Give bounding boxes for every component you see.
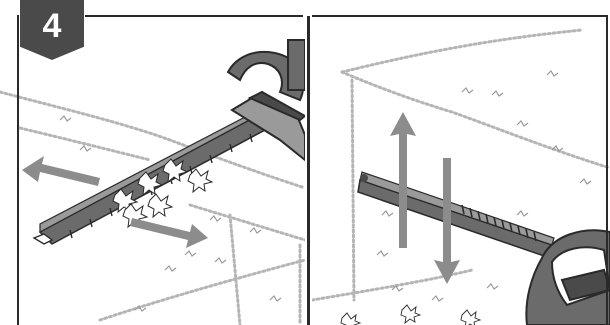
frame-border-right [606, 15, 608, 325]
step-badge: 4 [20, 0, 84, 60]
cut-clippings [112, 158, 214, 229]
step-number: 4 [42, 7, 62, 45]
hedge-leaves [59, 115, 282, 312]
panel-divider [305, 0, 312, 325]
cut-clippings [340, 304, 482, 325]
arrow-left-icon [22, 156, 100, 186]
blade-tip [32, 233, 54, 245]
arrow-right-icon [130, 218, 208, 248]
frame-border-top-right [312, 15, 608, 17]
panel-vertical-cut [312, 0, 610, 325]
horizontal-cut-illustration [0, 39, 305, 325]
hedge-leaves [376, 70, 592, 302]
arrow-up-icon [390, 112, 416, 248]
trimmer-housing [226, 39, 305, 162]
hedge-outline [312, 28, 610, 302]
panel-horizontal-cut [0, 39, 305, 325]
arrow-down-icon [434, 158, 460, 284]
hedge-outline [0, 90, 305, 325]
vertical-cut-illustration [312, 28, 610, 325]
trimmer-housing [525, 229, 610, 325]
frame-border-left [17, 15, 19, 325]
frame-border-top [85, 15, 303, 17]
